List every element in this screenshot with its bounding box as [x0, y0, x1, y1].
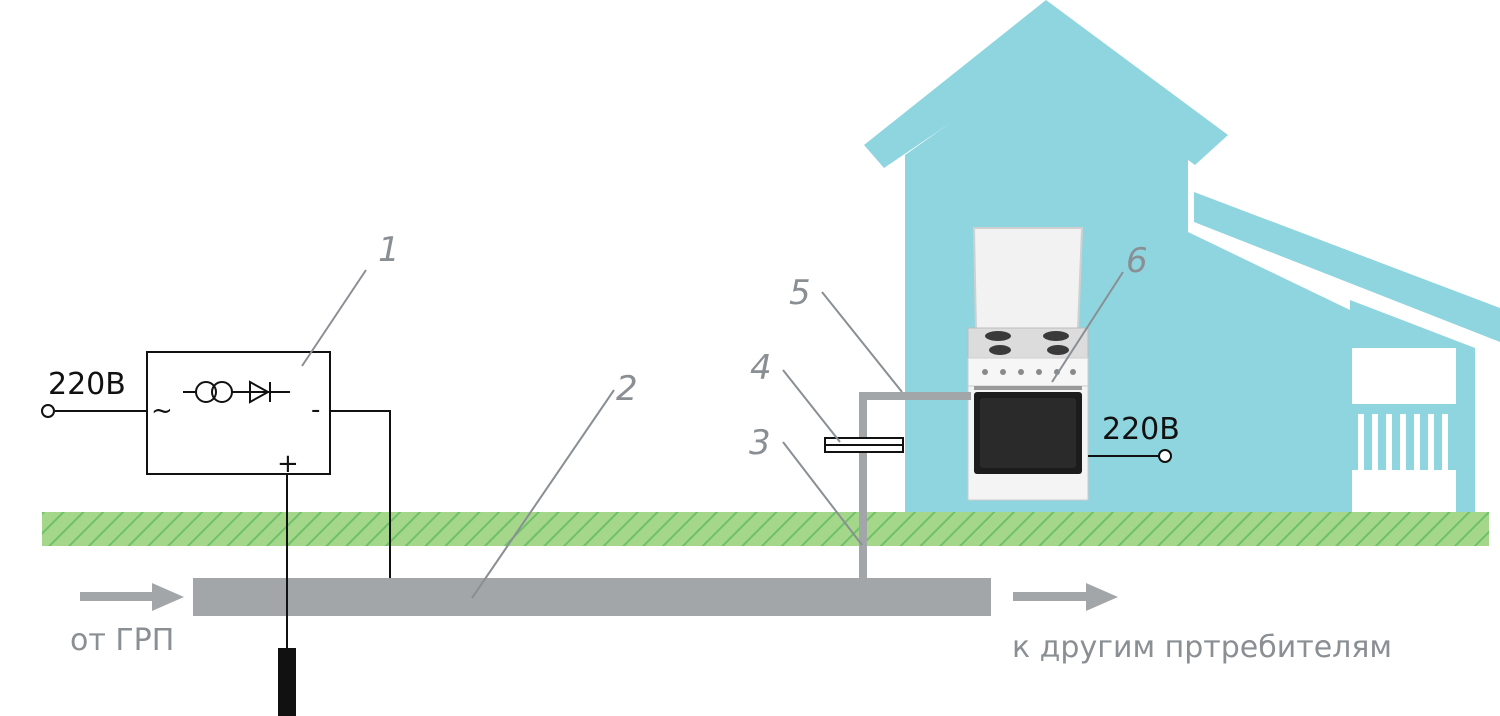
insulating-flange	[824, 437, 904, 453]
minus-symbol: -	[311, 395, 320, 425]
flow-arrow-out	[1013, 583, 1118, 611]
callout-3: 3	[749, 423, 771, 463]
negative-wire	[330, 410, 391, 578]
stove-feed-pipe	[859, 392, 971, 400]
to-consumers-label: к другим пртребителям	[1012, 630, 1392, 665]
from-grp-label: от ГРП	[70, 623, 174, 658]
stove-terminal	[1158, 449, 1172, 463]
leader-6	[1051, 271, 1124, 383]
gas-stove	[967, 227, 1089, 501]
porch-railing	[1350, 404, 1456, 470]
callout-4: 4	[750, 348, 772, 388]
annex-roof	[1194, 192, 1500, 342]
voltage-label-right: 220В	[1102, 412, 1180, 447]
rectifier-symbol	[183, 380, 290, 404]
anode-electrode	[278, 648, 296, 716]
stove-lid	[972, 227, 1084, 331]
flow-arrow-in	[80, 583, 184, 611]
callout-5: 5	[789, 273, 811, 313]
leader-2	[471, 389, 615, 599]
cathodic-station: ~ - +	[146, 351, 331, 479]
stove-burners	[985, 331, 1069, 355]
main-gas-pipe	[193, 578, 991, 616]
callout-6: 6	[1126, 241, 1148, 281]
input-terminal	[41, 404, 55, 418]
gas-pipes	[193, 392, 991, 616]
callout-2: 2	[616, 369, 638, 409]
house-roof	[864, 0, 1228, 168]
ground-strip	[42, 512, 1489, 546]
voltage-label-left: 220В	[48, 367, 126, 402]
plus-symbol: +	[277, 449, 299, 479]
leader-5	[821, 291, 903, 393]
wires	[55, 410, 1159, 648]
leader-lines	[301, 269, 1124, 599]
ac-symbol: ~	[151, 396, 173, 426]
house	[864, 0, 1500, 512]
riser-pipe	[859, 392, 867, 582]
station-box	[146, 351, 331, 475]
leader-1	[301, 269, 367, 367]
leader-3	[782, 441, 863, 546]
callout-1: 1	[378, 230, 400, 270]
leader-4	[782, 369, 841, 443]
